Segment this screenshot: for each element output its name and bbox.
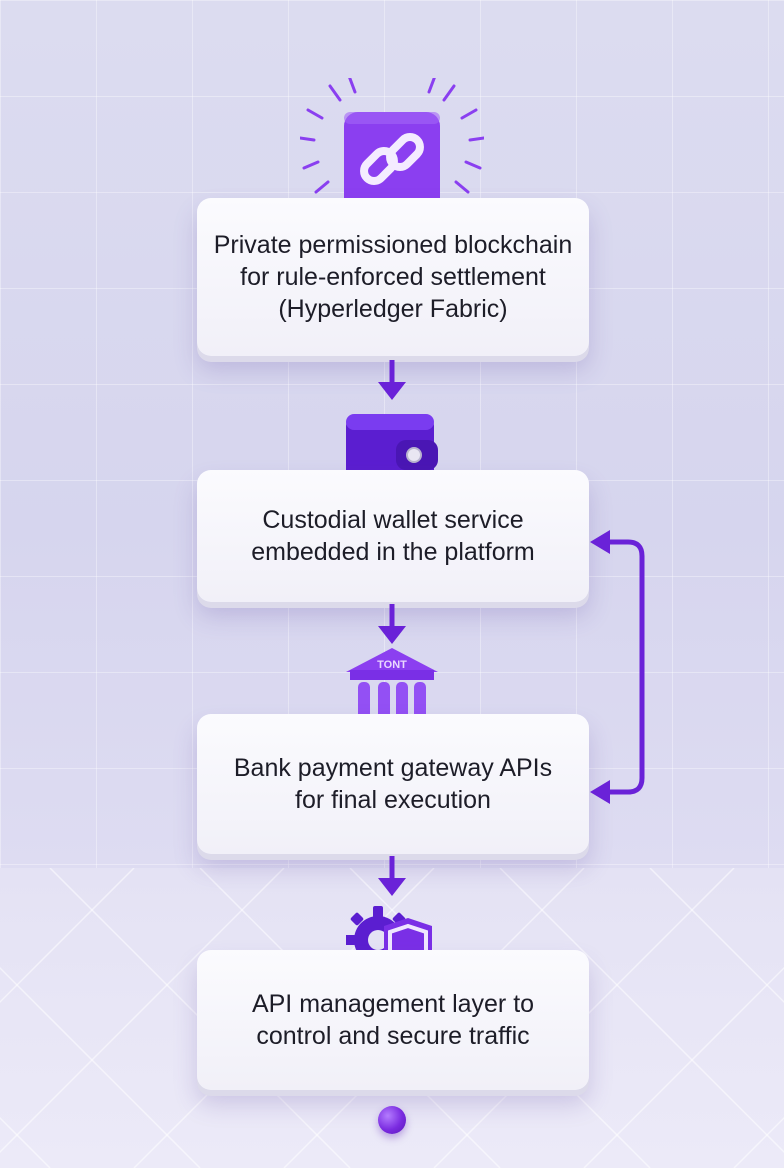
chain-link-icon (300, 78, 484, 212)
bank-icon-label: TONT (377, 659, 407, 671)
endpoint-dot (378, 1106, 406, 1134)
step-card-bank-gateway: Bank payment gateway APIs for final exec… (197, 714, 589, 854)
arrow-down-3 (378, 856, 406, 896)
step-text-bank-gateway: Bank payment gateway APIs for final exec… (233, 754, 553, 814)
step-text-wallet: Custodial wallet service embedded in the… (251, 506, 535, 566)
step-card-blockchain: Private permissioned blockchain for rule… (197, 198, 589, 356)
step-card-wallet: Custodial wallet service embedded in the… (197, 470, 589, 602)
feedback-loop-arrow (590, 530, 645, 804)
step-card-api-management: API management layer to control and secu… (197, 950, 589, 1090)
step-text-blockchain: Private permissioned blockchain for rule… (213, 231, 573, 323)
arrow-down-1 (378, 360, 406, 400)
arrow-down-2 (378, 604, 406, 644)
step-text-api-management: API management layer to control and secu… (251, 990, 535, 1050)
